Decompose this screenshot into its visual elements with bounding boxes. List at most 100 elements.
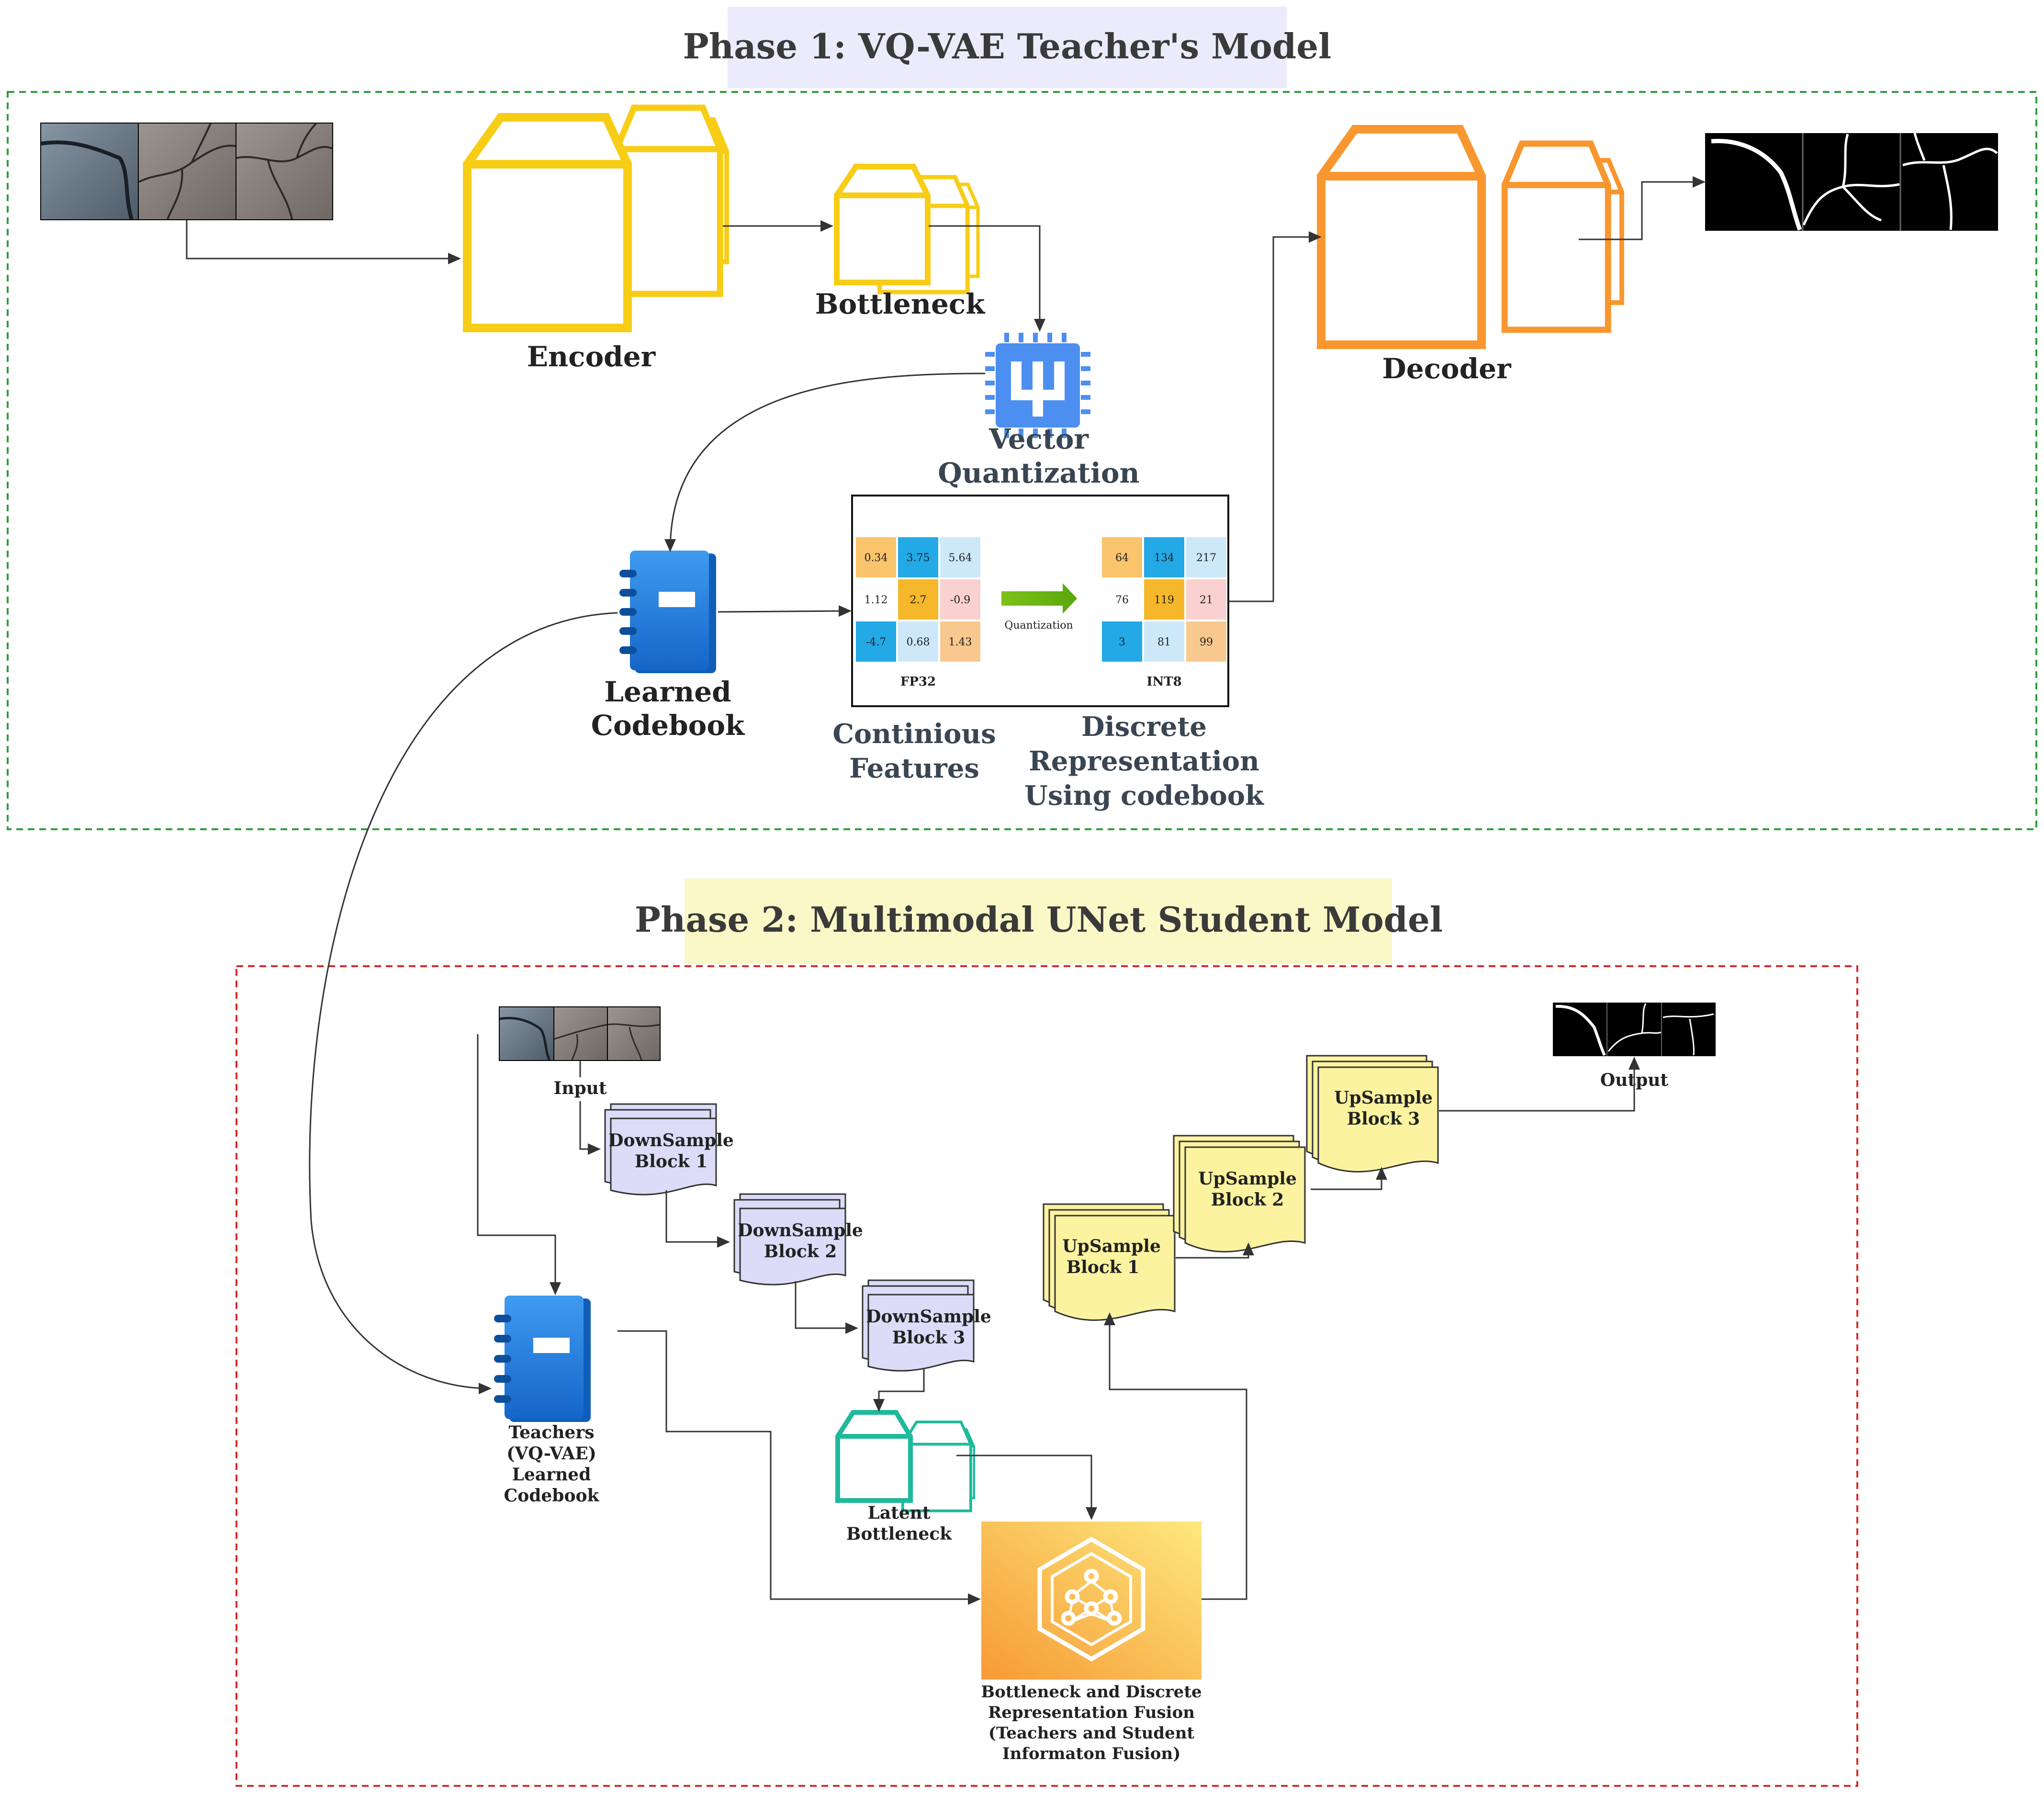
fp32-cell: [898, 621, 938, 662]
upsample-1-line1: UpSample: [1062, 1236, 1161, 1256]
codebook-label-line2: Codebook: [591, 709, 745, 742]
int8-cell: [1102, 621, 1142, 662]
continuous-features-line1: Continious: [832, 718, 996, 750]
fp32-value: 1.12: [865, 594, 888, 606]
downsample-1-line2: Block 1: [635, 1151, 708, 1172]
downsample-3-line1: DownSample: [866, 1307, 991, 1327]
downsample-2-line2: Block 2: [764, 1241, 837, 1262]
fp32-value: 0.34: [865, 552, 888, 564]
int8-value: 76: [1115, 594, 1129, 606]
fp32-cell: [856, 579, 896, 620]
fp32-label: FP32: [900, 675, 936, 689]
int8-cell: [1186, 579, 1226, 620]
int8-value: 21: [1200, 594, 1213, 606]
fp32-value: 0.68: [907, 636, 930, 648]
phase2-boundary: [236, 965, 1858, 1787]
chip-icon: [985, 333, 1090, 438]
upsample-2-line2: Block 2: [1211, 1190, 1284, 1210]
phase1-connectors: [186, 176, 1706, 617]
vq-label-line2: Quantization: [938, 457, 1139, 489]
fusion-block: [981, 1522, 1202, 1680]
phase2-title-background: [685, 879, 1392, 964]
fusion-label-line4: Informaton Fusion): [1002, 1744, 1181, 1763]
downsample-1-line1: DownSample: [608, 1130, 734, 1151]
teacher-label-line4: Codebook: [504, 1486, 600, 1506]
fp32-value: 1.43: [949, 636, 972, 648]
latent-bottleneck-block: [835, 1410, 976, 1512]
upsample-3-line1: UpSample: [1334, 1088, 1433, 1108]
decoder-label: Decoder: [1382, 352, 1512, 385]
discrete-line3: Using codebook: [1024, 780, 1264, 812]
fp32-value: 2.7: [910, 594, 927, 606]
fp32-cell: [856, 621, 896, 662]
fusion-label-line1: Bottleneck and Discrete: [981, 1682, 1202, 1702]
fp32-cell: [940, 621, 980, 662]
phase1-output-mask: [1705, 133, 1998, 231]
quantization-arrow-icon: [1001, 583, 1077, 614]
int8-cell: [1144, 621, 1184, 662]
downsample-block-2: DownSample Block 2: [733, 1193, 863, 1286]
quantization-arrow-label: Quantization: [1004, 620, 1073, 632]
downsample-3-line2: Block 3: [892, 1328, 966, 1348]
teacher-notebook-icon: [494, 1296, 591, 1422]
vq-label-line1: Vector: [988, 423, 1089, 455]
phase2-section: Phase 2: Multimodal UNet Student Model I…: [236, 612, 1858, 1787]
phase2-connectors: [309, 612, 1640, 1605]
phase1-input-image: [40, 123, 333, 220]
decoder-block: [1317, 125, 1624, 349]
fp32-cell: [898, 579, 938, 620]
int8-cell: [1102, 537, 1142, 577]
encoder-block: [463, 104, 729, 332]
phase1-boundary: [7, 91, 2037, 830]
notebook-icon: [619, 551, 716, 673]
fusion-label-line2: Representation Fusion: [988, 1703, 1195, 1722]
int8-value: 119: [1154, 594, 1174, 606]
bottleneck-block: [834, 164, 980, 294]
upsample-block-2: UpSample Block 2: [1173, 1135, 1306, 1252]
latent-label-line1: Latent: [868, 1503, 931, 1523]
fp32-cell: [940, 579, 980, 620]
downsample-block-1: DownSample Block 1: [604, 1103, 734, 1196]
teacher-label-line3: Learned: [512, 1465, 591, 1485]
phase1-title: Phase 1: VQ-VAE Teacher's Model: [683, 26, 1332, 67]
phase1-title-background: [728, 7, 1287, 88]
int8-cell: [1144, 537, 1184, 577]
int8-value: 134: [1154, 552, 1174, 564]
downsample-block-3: DownSample Block 3: [862, 1279, 991, 1372]
int8-value: 81: [1157, 636, 1171, 648]
neural-network-icon: [1037, 1536, 1146, 1662]
phase1-section: Phase 1: VQ-VAE Teacher's Model: [7, 7, 2037, 830]
int8-cell: [1102, 579, 1142, 620]
teacher-label-line1: Teachers: [508, 1422, 594, 1443]
discrete-line2: Representation: [1029, 745, 1259, 777]
input-label: Input: [554, 1078, 607, 1098]
fp32-value: -4.7: [866, 636, 886, 648]
int8-cell: [1186, 621, 1226, 662]
int8-cell: [1144, 579, 1184, 620]
bottleneck-label: Bottleneck: [815, 288, 986, 320]
teacher-label-line2: (VQ-VAE): [506, 1444, 596, 1464]
upsample-block-1: UpSample Block 1: [1043, 1203, 1176, 1321]
phase2-title: Phase 2: Multimodal UNet Student Model: [635, 899, 1443, 940]
int8-value: 3: [1119, 636, 1125, 648]
fp32-cell: [898, 537, 938, 577]
int8-value: 64: [1115, 552, 1129, 564]
int8-cell: [1186, 537, 1226, 577]
upsample-1-line2: Block 1: [1067, 1257, 1140, 1277]
fp32-cell: [940, 537, 980, 577]
int8-label: INT8: [1146, 675, 1181, 689]
latent-label-line2: Bottleneck: [846, 1524, 952, 1544]
encoder-label: Encoder: [527, 340, 656, 373]
fp32-value: 5.64: [949, 552, 972, 564]
upsample-2-line1: UpSample: [1198, 1169, 1297, 1189]
continuous-features-line2: Features: [849, 753, 979, 784]
upsample-block-3: UpSample Block 3: [1306, 1055, 1439, 1173]
int8-value: 99: [1200, 636, 1213, 648]
downsample-2-line1: DownSample: [738, 1220, 863, 1241]
fusion-label-line3: (Teachers and Student: [988, 1724, 1195, 1743]
discrete-line1: Discrete: [1081, 711, 1207, 743]
codebook-label-line1: Learned: [604, 676, 731, 708]
